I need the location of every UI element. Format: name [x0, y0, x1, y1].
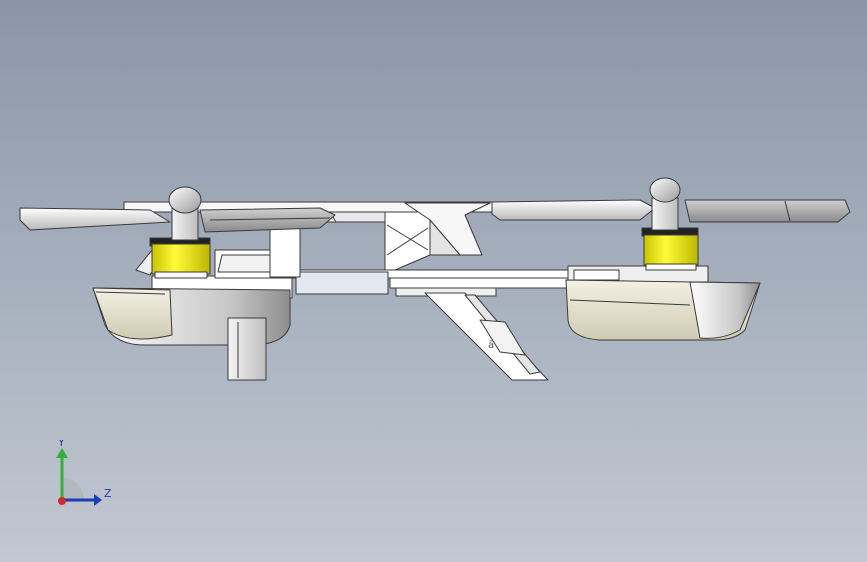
y-axis-arrow-icon	[56, 448, 68, 458]
left-propeller[interactable]	[19, 186, 336, 241]
z-axis-arrow-icon	[94, 494, 102, 506]
right-propeller[interactable]	[491, 177, 851, 231]
y-axis-label: Y	[57, 440, 65, 449]
right-motor[interactable]	[641, 227, 699, 271]
left-motor-pod[interactable]	[92, 224, 301, 381]
top-frame[interactable]	[123, 201, 495, 271]
landing-strut[interactable]: ā	[424, 292, 549, 381]
right-motor-pod[interactable]	[565, 265, 761, 341]
axis-triad: Y Z	[56, 440, 112, 506]
center-arm[interactable]	[289, 269, 571, 297]
svg-text:ā: ā	[488, 340, 494, 351]
left-motor[interactable]	[135, 237, 211, 279]
z-axis-label: Z	[104, 487, 112, 500]
triad-quadrant	[62, 478, 84, 500]
origin-dot-icon	[58, 497, 66, 505]
